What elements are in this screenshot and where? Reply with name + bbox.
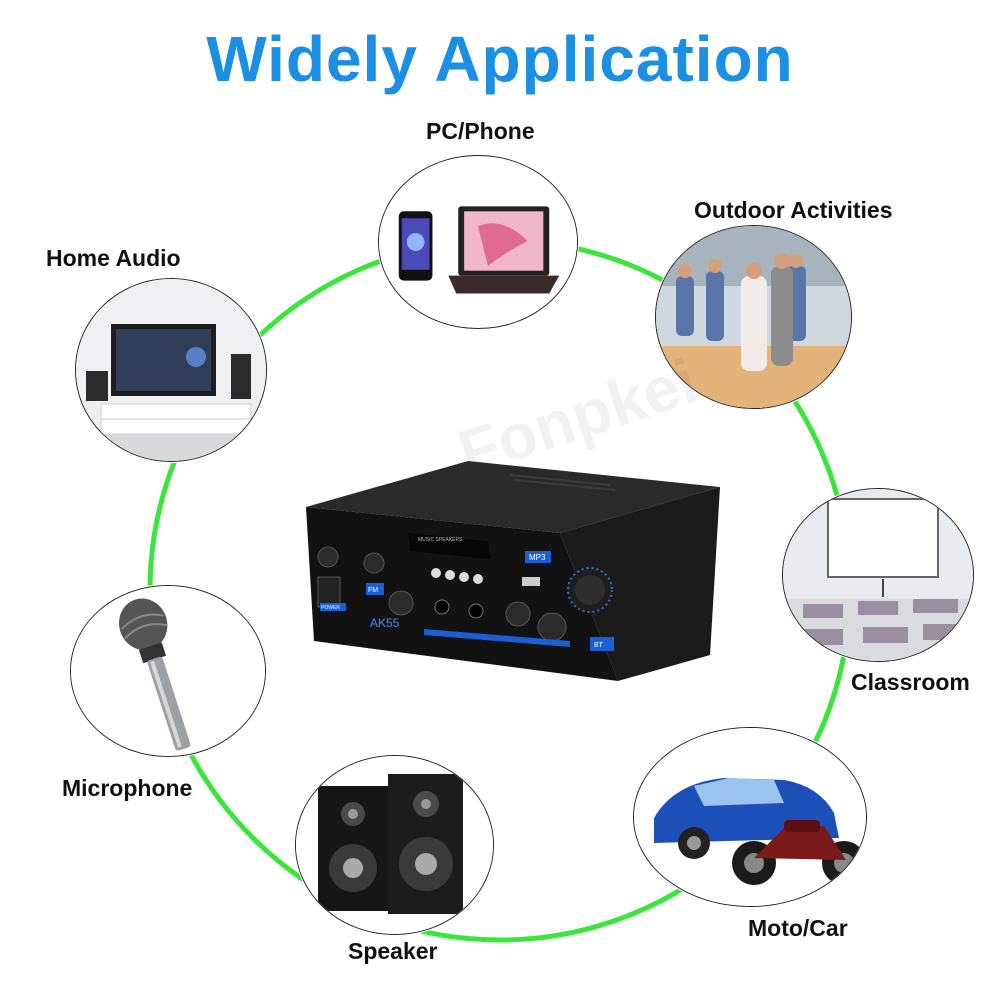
fm-badge: FM <box>368 587 378 594</box>
page-title: Widely Application <box>206 23 794 95</box>
mp3-badge: MP3 <box>529 553 546 562</box>
bt-badge: BT <box>594 642 604 649</box>
label-outdoor-activities: Outdoor Activities <box>694 197 893 223</box>
classroom-image <box>782 488 974 662</box>
label-home-audio: Home Audio <box>46 245 181 271</box>
microphone-image <box>70 585 266 757</box>
speaker-image <box>295 755 494 935</box>
amplifier-model: AK55 <box>370 616 400 630</box>
label-pc-phone: PC/Phone <box>426 118 535 144</box>
label-classroom: Classroom <box>851 669 970 695</box>
amplifier-product-image: MUSIC SPEAKERS MP3 FM BT POWER AK55 <box>306 461 720 681</box>
outdoor-activities-image <box>655 225 852 409</box>
power-badge: POWER <box>321 605 340 611</box>
pc-phone-image <box>378 155 578 329</box>
panel-title: MUSIC SPEAKERS <box>418 537 463 543</box>
label-microphone: Microphone <box>62 775 193 801</box>
label-speaker: Speaker <box>348 938 438 964</box>
label-moto-car: Moto/Car <box>748 915 848 941</box>
moto-car-image <box>633 727 867 907</box>
home-audio-image <box>75 278 267 462</box>
